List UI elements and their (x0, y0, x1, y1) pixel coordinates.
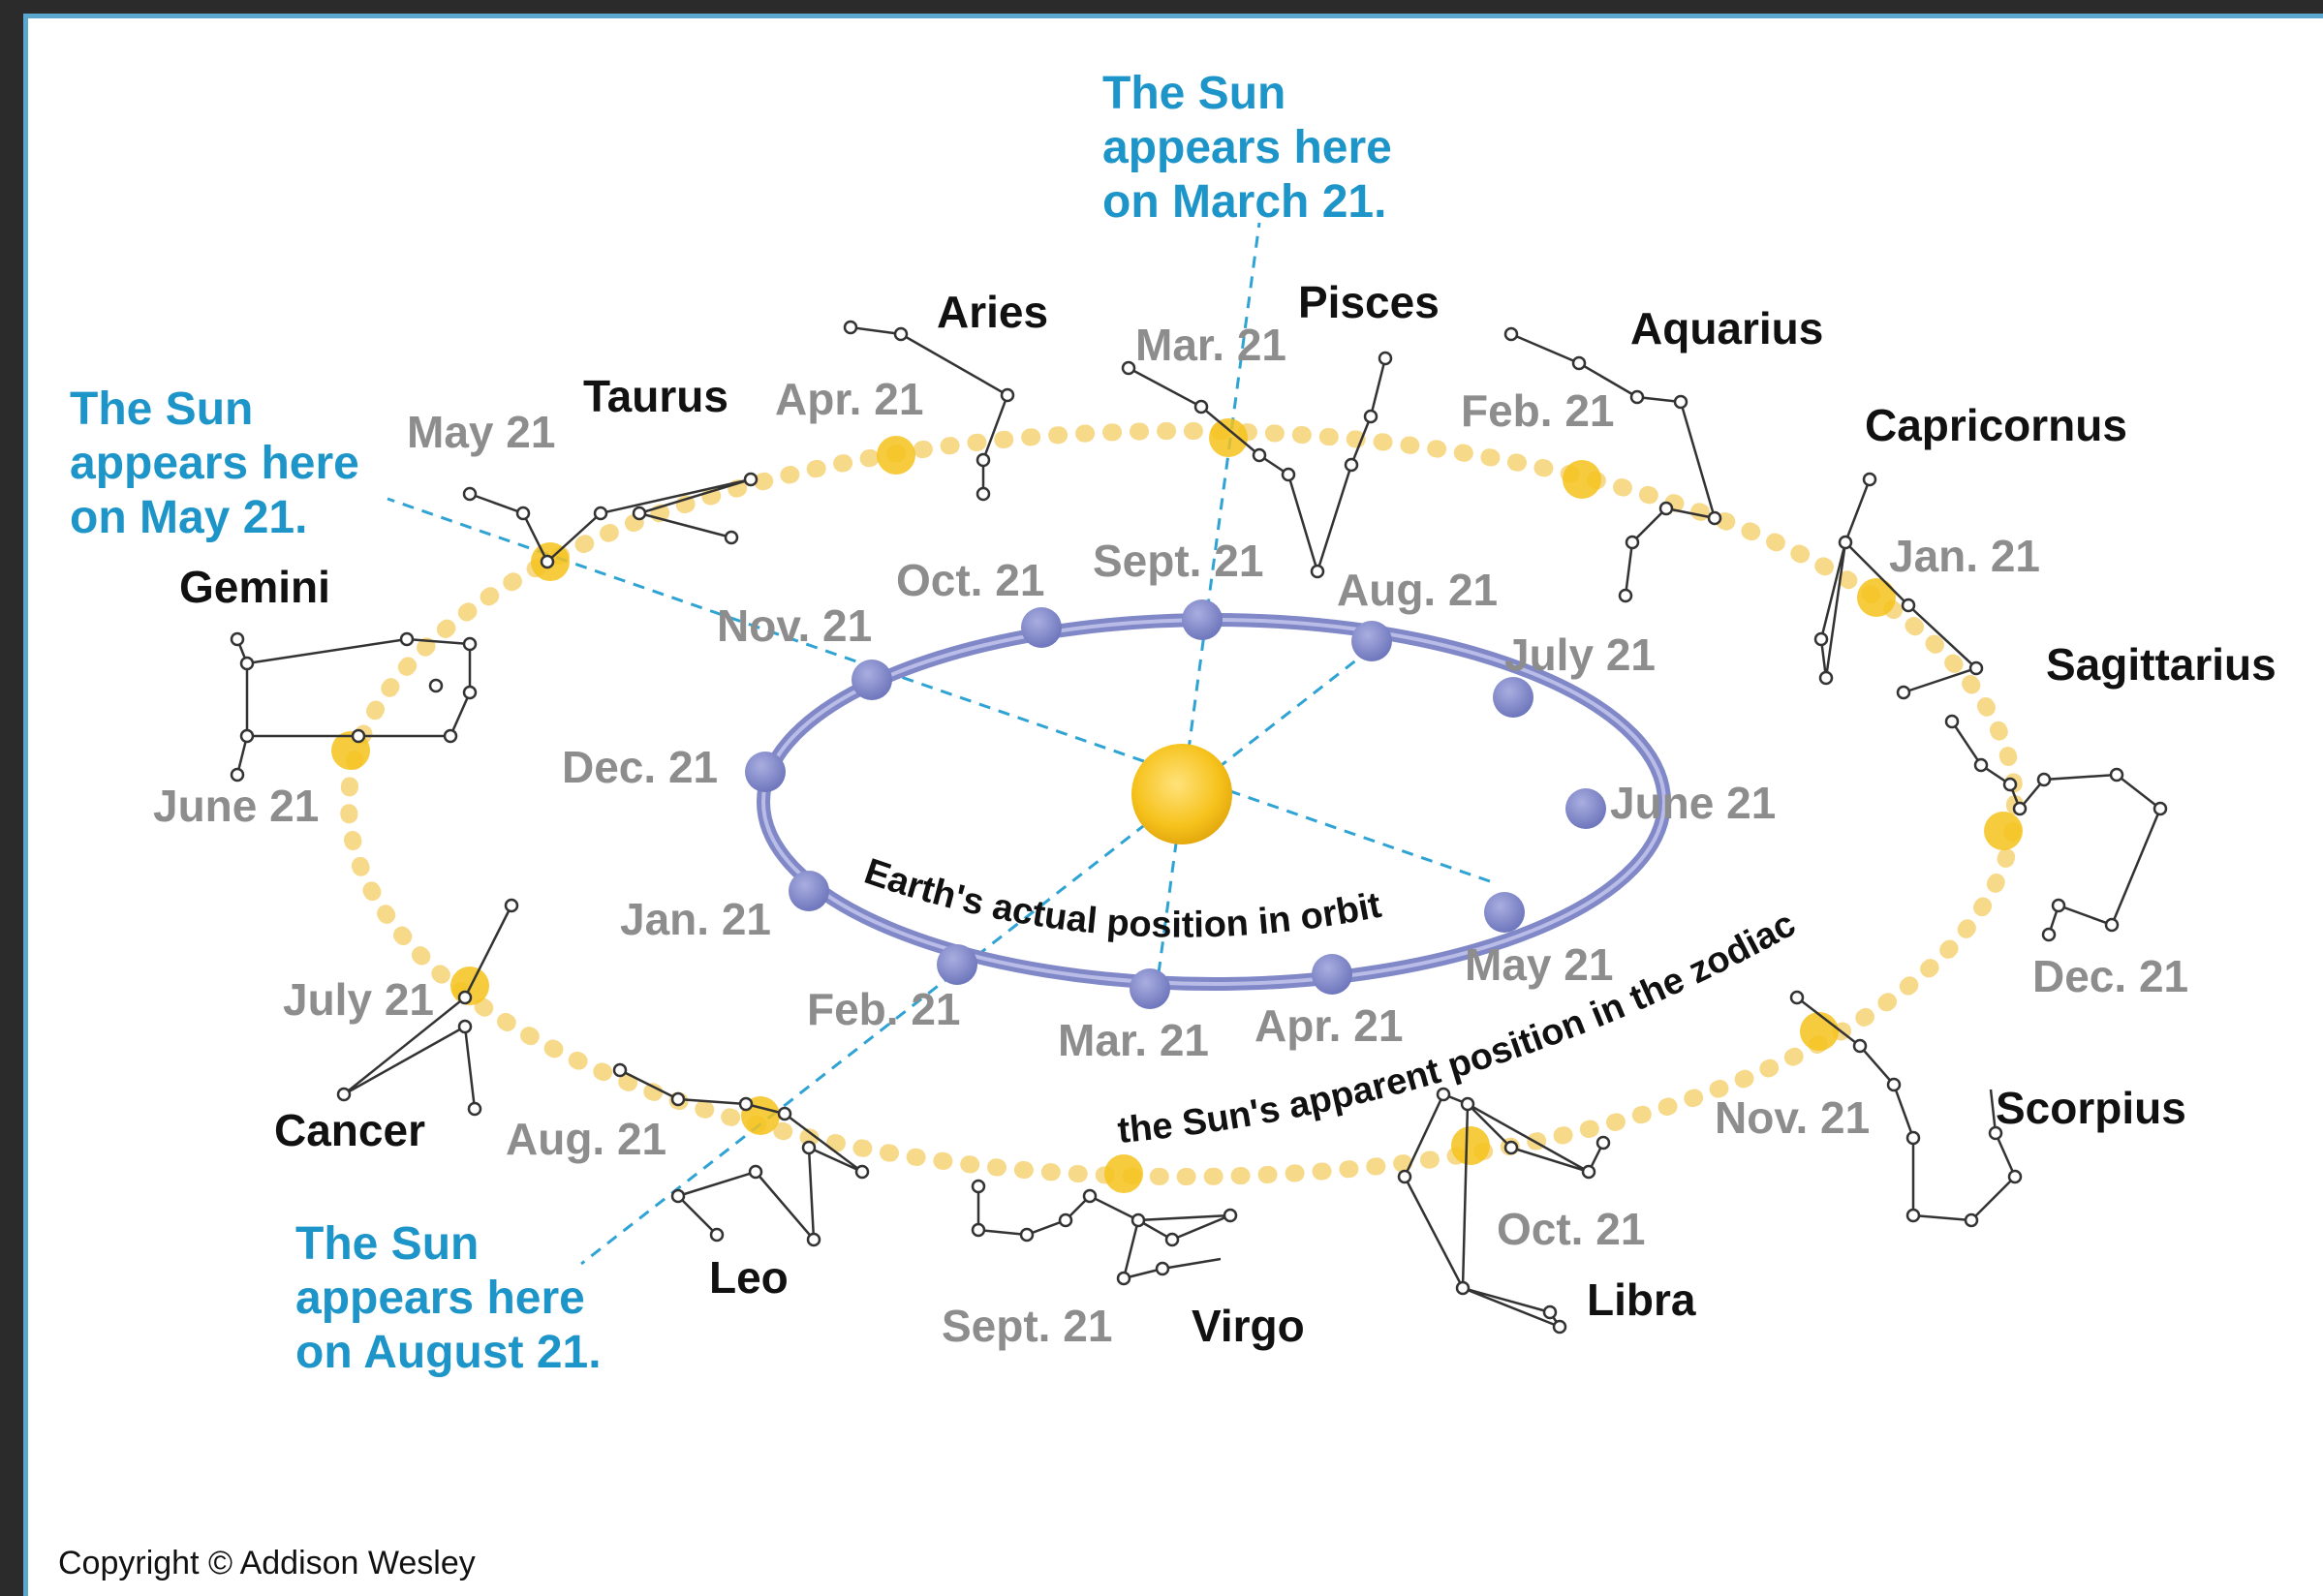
earth-position-mar (1130, 968, 1170, 1009)
zodiac-date-sept: Sept. 21 (942, 1301, 1112, 1351)
orbit-date-labels: Oct. 21 Sept. 21 Aug. 21 Nov. 21 July 21… (562, 536, 1776, 1065)
label-sagittarius: Sagittarius (2046, 639, 2277, 690)
callout-august-line-3: on August 21. (295, 1327, 602, 1378)
orbit-date-oct: Oct. 21 (896, 555, 1044, 605)
earth-positions (745, 599, 1606, 1009)
zodiac-date-aug: Aug. 21 (506, 1114, 666, 1164)
orbit-caption: Earth's actual position in orbit (859, 851, 1384, 946)
orbit-date-may: May 21 (1465, 939, 1613, 990)
callout-august-line-2: appears here (295, 1273, 585, 1324)
earth-position-sept (1182, 599, 1223, 640)
apparent-sun-oct (1451, 1126, 1490, 1165)
apparent-sun-mar (1209, 418, 1248, 457)
gemini-figure (230, 631, 478, 783)
label-aries: Aries (937, 287, 1048, 337)
callout-may: The Sun appears here on May 21. (70, 384, 359, 543)
zodiac-date-jan: Jan. 21 (1889, 531, 2040, 581)
apparent-sun-jan (1857, 578, 1896, 617)
label-scorpius: Scorpius (1996, 1083, 2186, 1133)
earth-position-oct (1021, 607, 1062, 648)
orbit-date-dec: Dec. 21 (562, 742, 718, 792)
callout-may-line-2: appears here (70, 438, 359, 489)
label-cancer: Cancer (274, 1105, 425, 1155)
apparent-sun-sept (1104, 1154, 1143, 1193)
earth-position-july (1493, 677, 1533, 718)
orbit-date-apr: Apr. 21 (1254, 1000, 1403, 1051)
orbit-date-feb: Feb. 21 (807, 984, 961, 1034)
zodiac-date-july: July 21 (283, 974, 434, 1025)
constellation-labels: Aries Pisces Aquarius Taurus Capricornus… (179, 277, 2277, 1351)
zodiac-date-mar: Mar. 21 (1135, 320, 1286, 370)
libra-figure (1397, 1087, 1611, 1335)
apparent-sun-dec (1984, 812, 2023, 850)
pisces-figure (1121, 351, 1393, 579)
callout-march-line-2: appears here (1102, 122, 1392, 173)
label-virgo: Virgo (1192, 1301, 1305, 1351)
label-leo: Leo (709, 1252, 789, 1303)
callout-august-line-1: The Sun (295, 1218, 479, 1270)
leo-figure (612, 1062, 870, 1247)
copyright-notice: Copyright © Addison Wesley (58, 1545, 476, 1581)
virgo-figure (971, 1179, 1238, 1286)
sightlines (387, 222, 1491, 1266)
orbit-date-jan: Jan. 21 (620, 894, 771, 944)
label-gemini: Gemini (179, 562, 330, 612)
orbit-date-nov: Nov. 21 (717, 600, 872, 651)
apparent-sun-apr (877, 436, 915, 475)
zodiac-date-june: June 21 (153, 781, 319, 831)
earth-position-feb (937, 944, 977, 985)
sun (1131, 744, 1232, 844)
earth-position-jan (789, 871, 829, 911)
label-aquarius: Aquarius (1630, 303, 1823, 353)
callout-march-line-3: on March 21. (1102, 176, 1386, 228)
scorpius-figure (1789, 990, 2023, 1228)
sagittarius-figure (1944, 714, 2168, 942)
apparent-sun-feb (1563, 460, 1601, 499)
constellation-figures (230, 320, 2168, 1335)
orbit-date-july: July 21 (1504, 629, 1656, 680)
callout-august: The Sun appears here on August 21. (295, 1218, 602, 1378)
taurus-figure (462, 472, 759, 569)
orbit-caption-text: Earth's actual position in orbit (859, 851, 1384, 946)
apparent-sun-nov (1800, 1012, 1839, 1051)
zodiac-date-may: May 21 (407, 407, 555, 457)
callout-may-line-1: The Sun (70, 384, 253, 435)
zodiac-date-feb: Feb. 21 (1461, 385, 1615, 436)
earth-position-june (1565, 788, 1606, 829)
orbit-date-sept: Sept. 21 (1093, 536, 1263, 586)
earth-position-dec (745, 752, 786, 792)
label-capricornus: Capricornus (1865, 400, 2127, 450)
earth-position-aug (1351, 621, 1392, 661)
label-pisces: Pisces (1298, 277, 1440, 327)
label-libra: Libra (1587, 1274, 1696, 1325)
earth-position-apr (1312, 954, 1352, 995)
orbit-date-june: June 21 (1610, 778, 1776, 828)
sightline-march (1157, 222, 1261, 974)
zodiac-date-oct: Oct. 21 (1497, 1204, 1645, 1254)
capricornus-figure (1813, 472, 1984, 700)
earth-position-nov (852, 660, 892, 700)
callout-may-line-3: on May 21. (70, 492, 307, 543)
callout-march: The Sun appears here on March 21. (1102, 68, 1392, 228)
sightline-may (387, 497, 1491, 883)
orbit-date-mar: Mar. 21 (1058, 1015, 1209, 1065)
zodiac-date-nov: Nov. 21 (1715, 1092, 1870, 1143)
aries-figure (843, 320, 1015, 502)
zodiac-date-dec: Dec. 21 (2032, 951, 2188, 1001)
earth-position-may (1484, 892, 1525, 933)
label-taurus: Taurus (583, 371, 728, 421)
sightline-august (580, 647, 1372, 1266)
zodiac-date-labels: Mar. 21 Apr. 21 May 21 Feb. 21 Jan. 21 J… (153, 320, 2188, 1351)
cancer-figure (336, 898, 519, 1117)
orbit-date-aug: Aug. 21 (1337, 565, 1498, 615)
aquarius-figure (1503, 326, 1722, 603)
callout-march-line-1: The Sun (1102, 68, 1285, 119)
zodiac-date-apr: Apr. 21 (775, 374, 923, 424)
